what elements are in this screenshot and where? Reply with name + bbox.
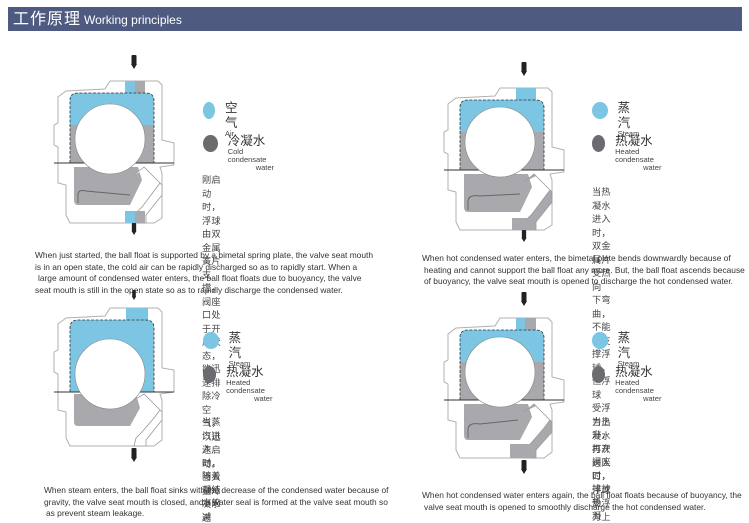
description-zh-hot-condensate: 当热凝水进入时，双金属片受热向 下弯曲，不能再支撑浮球。但浮球 受浮力上升，打开… — [592, 187, 611, 522]
legend-item-air: 空气 Air — [203, 100, 243, 138]
steam-trap-diagram-steam-enters — [50, 290, 180, 470]
section-title-en: Working principles — [84, 13, 182, 27]
description-en-steam-enters: When steam enters, the ball float sinks … — [44, 485, 389, 519]
legend-item-steam: 蒸汽 Steam — [203, 330, 252, 368]
outlet-arrow-icon — [131, 448, 137, 462]
description-zh-steam-enters: 当蒸汽进入时，随着凝结水的减少，浮球 因重力下沉，关闭阀座口，并在阀座口处 形成… — [202, 417, 221, 523]
inlet-arrow-icon — [521, 292, 527, 306]
outlet-arrow-icon — [521, 230, 526, 242]
description-en-hot-condensate: When hot condensed water enters, the bim… — [422, 253, 745, 287]
steam-trap-diagram-startup — [50, 55, 180, 235]
condensate-color-dot-icon — [592, 366, 606, 383]
outlet-arrow-icon — [131, 223, 136, 235]
legend-item-heated-condensate: 热凝水 Heated condensate water — [592, 364, 665, 403]
section-header: 工作原理 Working principles — [8, 7, 742, 31]
steam-color-dot-icon — [592, 332, 608, 349]
legend-item-cold-condensate: 冷凝水 Cold condensate water — [203, 133, 276, 172]
inlet-arrow-icon — [132, 290, 136, 300]
steam-trap-diagram-hot-condensate-again — [440, 292, 570, 477]
legend-item-heated-condensate: 热凝水 Heated condensate water — [592, 133, 665, 172]
inlet-arrow-icon — [131, 55, 137, 69]
legend-item-steam: 蒸汽 Steam — [592, 100, 641, 138]
steam-color-dot-icon — [592, 102, 608, 119]
condensate-color-dot-icon — [592, 135, 606, 152]
outlet-arrow-icon — [521, 460, 527, 474]
legend-item-heated-condensate: 热凝水 Heated condensate water — [203, 364, 276, 403]
description-en-hot-condensate-again: When hot condensed water enters again, t… — [422, 490, 742, 512]
steam-trap-diagram-hot-condensate — [440, 62, 570, 242]
description-en-startup: When just started, the ball float is sup… — [35, 250, 373, 295]
steam-color-dot-icon — [203, 332, 219, 349]
section-title-zh: 工作原理 — [13, 9, 82, 28]
air-color-dot-icon — [203, 102, 215, 119]
condensate-color-dot-icon — [203, 135, 218, 152]
legend-item-steam: 蒸汽 Steam — [592, 330, 641, 368]
inlet-arrow-icon — [521, 62, 527, 76]
condensate-color-dot-icon — [203, 366, 217, 383]
